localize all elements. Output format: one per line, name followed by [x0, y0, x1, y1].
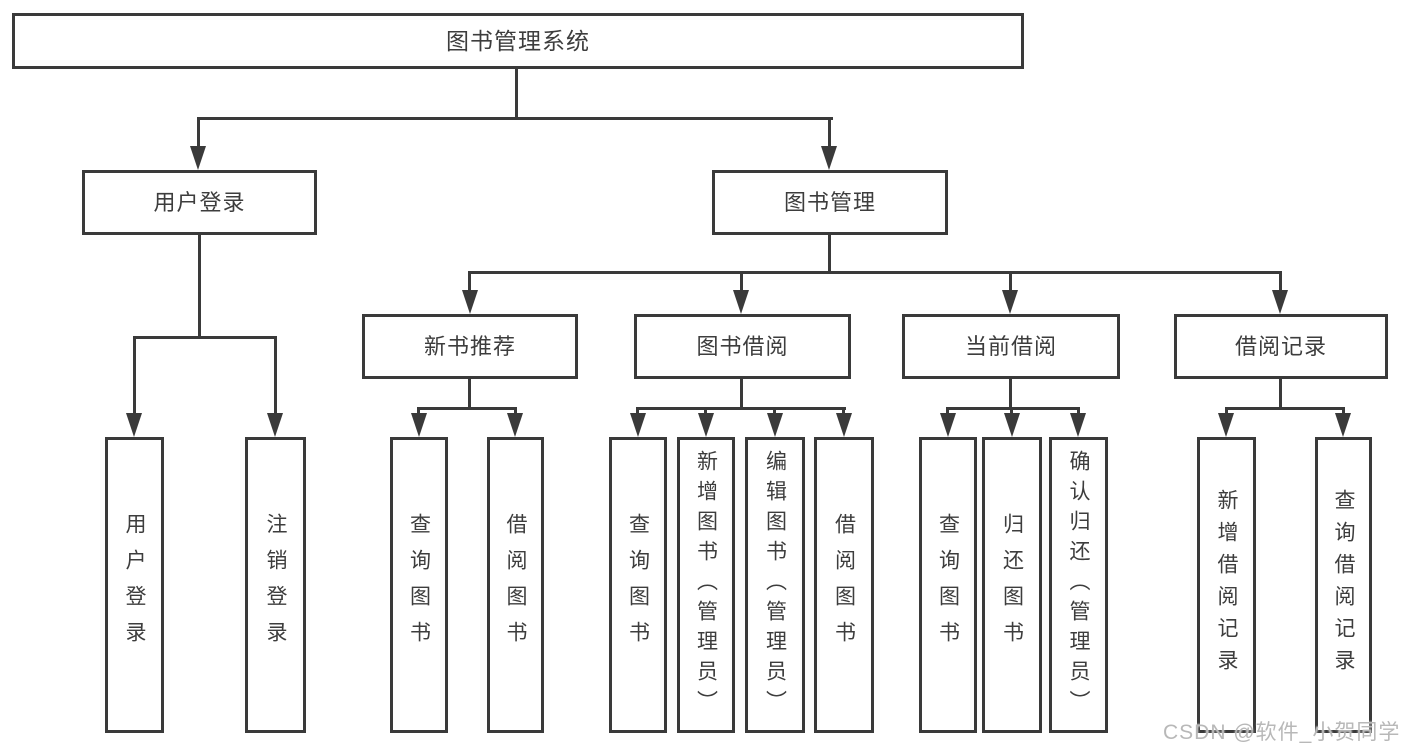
leaf-edit-book-admin: 编辑图书（管理员） — [745, 437, 805, 733]
connector-hline — [133, 336, 277, 339]
connector-vline — [468, 379, 471, 410]
connector-hline — [636, 407, 846, 410]
leaf-borrow-book-1: 借阅图书 — [487, 437, 544, 733]
arrowhead-down-icon — [411, 413, 427, 437]
arrowhead-down-icon — [698, 413, 714, 437]
connector-vline — [842, 407, 845, 417]
node-book-borrow: 图书借阅 — [634, 314, 851, 379]
connector-hline — [417, 407, 517, 410]
arrowhead-down-icon — [733, 290, 749, 314]
connector-vline — [704, 407, 707, 417]
leaf-user-login: 用户登录 — [105, 437, 164, 733]
connector-vline — [1077, 407, 1080, 417]
arrowhead-down-icon — [1272, 290, 1288, 314]
arrowhead-down-icon — [821, 146, 837, 170]
arrowhead-down-icon — [630, 413, 646, 437]
arrowhead-down-icon — [1004, 413, 1020, 437]
connector-vline — [515, 69, 518, 118]
arrowhead-down-icon — [1335, 413, 1351, 437]
leaf-add-borrow-record: 新增借阅记录 — [1197, 437, 1256, 733]
node-book-management: 图书管理 — [712, 170, 948, 235]
leaf-confirm-return-admin: 确认归还（管理员） — [1049, 437, 1108, 733]
connector-vline — [740, 379, 743, 410]
connector-vline — [1279, 271, 1282, 292]
leaf-add-book-admin: 新增图书（管理员） — [677, 437, 735, 733]
leaf-return-book: 归还图书 — [982, 437, 1042, 733]
arrowhead-down-icon — [507, 413, 523, 437]
connector-vline — [1009, 379, 1012, 410]
arrowhead-down-icon — [126, 413, 142, 437]
leaf-query-book-3: 查询图书 — [919, 437, 977, 733]
connector-vline — [1342, 407, 1345, 417]
connector-vline — [1009, 271, 1012, 292]
connector-vline — [417, 407, 420, 417]
connector-vline — [636, 407, 639, 417]
connector-vline — [828, 117, 831, 148]
connector-hline — [197, 117, 833, 120]
connector-vline — [197, 117, 200, 148]
leaf-query-borrow-record: 查询借阅记录 — [1315, 437, 1372, 733]
arrowhead-down-icon — [1070, 413, 1086, 437]
node-current-borrow: 当前借阅 — [902, 314, 1120, 379]
leaf-query-book-2: 查询图书 — [609, 437, 667, 733]
arrowhead-down-icon — [767, 413, 783, 437]
arrowhead-down-icon — [462, 290, 478, 314]
connector-vline — [828, 235, 831, 273]
csdn-watermark: CSDN @软件_小贺同学 — [1163, 721, 1401, 744]
node-borrow-records: 借阅记录 — [1174, 314, 1388, 379]
connector-hline — [946, 407, 1080, 410]
connector-hline — [1225, 407, 1345, 410]
node-library-management-system: 图书管理系统 — [12, 13, 1024, 69]
arrowhead-down-icon — [940, 413, 956, 437]
arrowhead-down-icon — [1218, 413, 1234, 437]
connector-vline — [274, 336, 277, 415]
connector-vline — [198, 235, 201, 337]
arrowhead-down-icon — [190, 146, 206, 170]
connector-vline — [1279, 379, 1282, 410]
arrowhead-down-icon — [267, 413, 283, 437]
connector-vline — [740, 271, 743, 292]
arrowhead-down-icon — [1002, 290, 1018, 314]
connector-vline — [514, 407, 517, 417]
connector-hline — [468, 271, 1282, 274]
leaf-borrow-book-2: 借阅图书 — [814, 437, 874, 733]
arrowhead-down-icon — [836, 413, 852, 437]
connector-vline — [773, 407, 776, 417]
connector-vline — [1225, 407, 1228, 417]
connector-vline — [133, 336, 136, 415]
node-user-login: 用户登录 — [82, 170, 317, 235]
leaf-logout: 注销登录 — [245, 437, 306, 733]
connector-vline — [946, 407, 949, 417]
connector-vline — [1010, 407, 1013, 417]
leaf-query-book-1: 查询图书 — [390, 437, 448, 733]
connector-vline — [468, 271, 471, 292]
node-new-book-recommend: 新书推荐 — [362, 314, 578, 379]
